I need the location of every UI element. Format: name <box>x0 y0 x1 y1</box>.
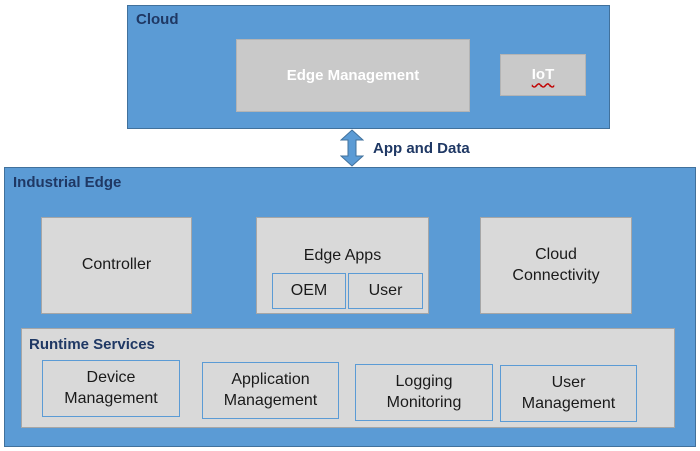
logging-monitoring-line2: Monitoring <box>386 393 462 411</box>
edge-management-label: Edge Management <box>286 66 420 84</box>
cloud-connectivity-box: Cloud Connectivity <box>480 217 632 314</box>
device-management-line2: Management <box>64 389 158 407</box>
device-management-box: Device Management <box>42 360 180 417</box>
runtime-services-box: Runtime Services Device Management Appli… <box>21 328 675 428</box>
iot-label: IoT <box>531 66 555 84</box>
user-management-box: User Management <box>500 365 637 422</box>
controller-box: Controller <box>41 217 192 314</box>
cloud-connectivity-line1: Cloud <box>535 245 577 263</box>
industrial-edge-label: Industrial Edge <box>13 174 122 191</box>
logging-monitoring-box: Logging Monitoring <box>355 364 493 421</box>
cloud-connectivity-line2: Connectivity <box>512 266 600 284</box>
user-app-box: User <box>348 273 423 309</box>
oem-box: OEM <box>272 273 346 309</box>
cloud-label: Cloud <box>136 11 179 28</box>
application-management-box: Application Management <box>202 362 339 419</box>
device-management-line1: Device <box>86 368 136 386</box>
app-and-data-label: App and Data <box>373 140 470 157</box>
edge-management-box: Edge Management <box>236 39 470 112</box>
cloud-container: Cloud Edge Management IoT <box>127 5 610 129</box>
double-arrow-icon <box>340 129 364 167</box>
application-management-line2: Management <box>223 391 318 409</box>
user-management-line1: User <box>551 373 586 391</box>
logging-monitoring-line1: Logging <box>395 372 453 390</box>
runtime-services-label: Runtime Services <box>29 336 155 353</box>
industrial-edge-container: Industrial Edge Controller Edge Apps OEM… <box>4 167 696 447</box>
iot-box: IoT <box>500 54 586 96</box>
application-management-line1: Application <box>231 370 310 388</box>
user-app-label: User <box>368 281 403 299</box>
edge-apps-label: Edge Apps <box>303 247 382 264</box>
controller-label: Controller <box>81 256 152 274</box>
user-management-line2: Management <box>521 394 616 412</box>
edge-apps-box: Edge Apps OEM User <box>256 217 429 314</box>
oem-label: OEM <box>290 281 328 299</box>
